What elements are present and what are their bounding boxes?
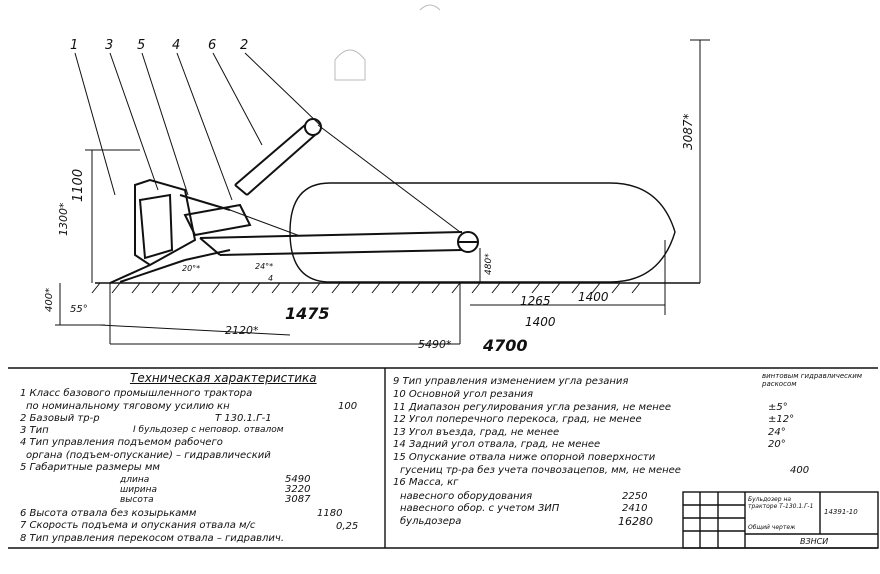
- dim-height-total: 3087*: [681, 113, 695, 150]
- spec-right-11-value: ±5°: [768, 402, 788, 413]
- spec-right-15b-label: гусениц тр-ра без учета почвозацепов, мм…: [400, 465, 681, 476]
- callout-5: 5: [137, 38, 146, 53]
- gabarit-length-value: 5490: [285, 474, 311, 485]
- stamp-sub: Общий чертеж: [748, 524, 796, 531]
- spec-left-4-label: 3 Тип: [20, 425, 49, 436]
- spec-left-7-label: 5 Габаритные размеры мм: [20, 462, 160, 473]
- spec-right-14-value: 20°: [768, 439, 786, 450]
- dim-len-4700: 4700: [483, 336, 528, 355]
- spec-right-10-label: 10 Основной угол резания: [393, 389, 534, 400]
- spec-right-14-label: 14 Задний угол отвала, град, не менее: [393, 439, 601, 450]
- dim-angle-20: 20°*: [182, 264, 201, 273]
- callout-6: 6: [208, 38, 217, 53]
- dim-angle-24: 24°*: [255, 262, 274, 271]
- dim-len-2120: 2120*: [225, 324, 259, 337]
- spec-left-3-value: Т 130.1.Г-1: [215, 413, 272, 424]
- specs-title: Техническая характеристика: [130, 371, 317, 385]
- dim-angle-55: 55°: [70, 304, 88, 315]
- spec-left-3-label: 2 Базовый тр-р: [20, 413, 100, 424]
- spec-left-5-label: 4 Тип управления подъемом рабочего: [20, 437, 223, 448]
- stamp-name: Бульдозер на тракторе Т-130.1.Г-1: [748, 496, 814, 510]
- stamp-code: 14391-10: [824, 508, 858, 516]
- track-outline: [289, 182, 676, 283]
- gabarit-length-label: длина: [120, 475, 150, 485]
- dim-height-1300: 1300*: [57, 202, 70, 237]
- spec-right-15b-value: 400: [790, 465, 810, 476]
- spec-left-1-label: 1 Класс базового промышленного трактора: [20, 388, 253, 399]
- mass-with-zip-value: 2410: [622, 503, 648, 514]
- gabarit-height-label: высота: [120, 495, 154, 505]
- gabarit-width-label: ширина: [120, 485, 158, 495]
- mass-bulldozer-label: бульдозера: [400, 516, 462, 527]
- spec-right-9-value: винтовым гидравлическим раскосом: [762, 372, 863, 388]
- callout-2: 2: [240, 38, 249, 53]
- spec-right-15-label: 15 Опускание отвала ниже опорной поверхн…: [393, 452, 656, 463]
- dim-len-1475: 1475: [285, 304, 330, 323]
- spec-right-12-label: 12 Угол поперечного перекоса, град, не м…: [393, 414, 642, 425]
- spec-right-11-label: 11 Диапазон регулирования угла резания, …: [393, 402, 672, 413]
- spec-right-9-label: 9 Тип управления изменением угла резания: [393, 376, 629, 387]
- spec-right-13-value: 24°: [768, 427, 786, 438]
- dim-len-1400-b: 1400: [525, 315, 556, 329]
- spec-left-8-value: 1180: [317, 508, 343, 519]
- mass-attachment-value: 2250: [622, 491, 648, 502]
- spec-left-6-label: органа (подъем-опускание) – гидравлическ…: [26, 450, 271, 461]
- mass-attachment-label: навесного оборудования: [400, 491, 533, 502]
- dim-len-1400-a: 1400: [578, 290, 609, 304]
- mass-with-zip-label: навесного обор. с учетом ЗИП: [400, 503, 560, 514]
- dim-height-480: 480*: [484, 253, 494, 275]
- callout-leaders: [74, 52, 321, 201]
- spec-left-9-label: 7 Скорость подъема и опускания отвала м/…: [20, 520, 256, 531]
- guide-lines: [229, 124, 461, 237]
- dim-height-400: 400*: [44, 287, 55, 312]
- spec-right-13-label: 13 Угол въезда, град, не менее: [393, 427, 560, 438]
- spec-left-9-value: 0,25: [336, 521, 359, 532]
- dimension-lines: [55, 39, 710, 345]
- title-stamp: [682, 491, 879, 549]
- dim-height-1100: 1100: [71, 168, 86, 202]
- spec-left-2-label: по номинальному тяговому усилию кн: [26, 401, 230, 412]
- gabarit-width-value: 3220: [285, 484, 311, 495]
- spec-left-2-value: 100: [338, 401, 358, 412]
- spec-left-4-value: I бульдозер с неповор. отвалом: [133, 425, 284, 435]
- spec-right-12-value: ±12°: [768, 414, 795, 425]
- dim-tiny-mark: 4: [268, 274, 274, 283]
- spec-left-8-label: 6 Высота отвала без козырькамм: [20, 508, 197, 519]
- blade: [109, 178, 252, 284]
- dim-len-5490: 5490*: [418, 338, 452, 351]
- dim-len-1265: 1265: [520, 294, 551, 308]
- ground-hatch: [91, 282, 641, 294]
- stamp-org: ВЗНСИ: [800, 537, 829, 546]
- push-frame: [199, 231, 479, 256]
- callout-4: 4: [172, 38, 181, 53]
- faint-marks: [334, 4, 441, 81]
- callout-3: 3: [105, 38, 114, 53]
- spec-right-16-label: 16 Масса, кг: [393, 477, 459, 488]
- mass-bulldozer-value: 16280: [618, 515, 653, 528]
- gabarit-height-value: 3087: [285, 494, 311, 505]
- callout-1: 1: [70, 38, 79, 53]
- spec-left-10-label: 8 Тип управления перекосом отвала – гидр…: [20, 533, 285, 544]
